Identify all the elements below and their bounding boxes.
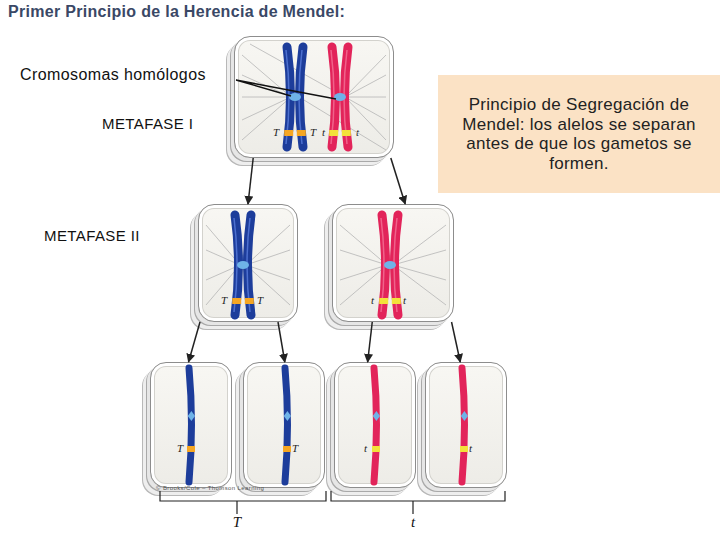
- arrow-connector: [189, 322, 200, 362]
- gamete-cell: t: [334, 362, 416, 488]
- allele-label: t: [403, 294, 406, 306]
- allele-label: T: [221, 294, 227, 306]
- arrow-connector: [278, 322, 285, 362]
- allele-label: T: [177, 442, 183, 454]
- arrow-connector: [368, 322, 373, 362]
- allele-label: t: [371, 294, 374, 306]
- copyright-note: © Brooks/Cole – Thomson Learning: [156, 485, 264, 491]
- gamete-cell: t: [425, 362, 507, 488]
- allele-label: t: [364, 442, 367, 454]
- phase-label: METAFASE I: [102, 115, 193, 132]
- allele-label: T: [310, 126, 316, 138]
- allele-label: T: [273, 126, 279, 138]
- structure-label: Cromosomas homólogos: [20, 66, 206, 84]
- arrow-connector: [248, 158, 253, 204]
- arrow-connector: [452, 322, 461, 362]
- allele-label: T: [257, 294, 263, 306]
- allele-label: t: [322, 126, 325, 138]
- page-title: Primer Principio de la Herencia de Mende…: [8, 3, 345, 21]
- principle-callout: Principio de Segregación de Mendel: los …: [438, 75, 720, 193]
- gamete-bracket: [331, 491, 505, 514]
- gamete-cell: T: [150, 362, 232, 488]
- gamete-allele: t: [411, 514, 415, 531]
- allele-label: T: [292, 442, 298, 454]
- gamete-bracket: [160, 491, 326, 514]
- arrow-connector: [391, 158, 405, 204]
- metaphase-cell: tt: [332, 204, 454, 322]
- gamete-cell: T: [243, 362, 325, 488]
- gamete-allele: T: [233, 514, 241, 531]
- metaphase-cell: TT: [198, 204, 298, 322]
- metaphase-cell: T Tt t: [234, 36, 394, 158]
- callout-text: Principio de Segregación de Mendel: los …: [446, 95, 712, 173]
- phase-label: METAFASE II: [44, 227, 140, 244]
- allele-label: t: [469, 442, 472, 454]
- allele-label: t: [356, 126, 359, 138]
